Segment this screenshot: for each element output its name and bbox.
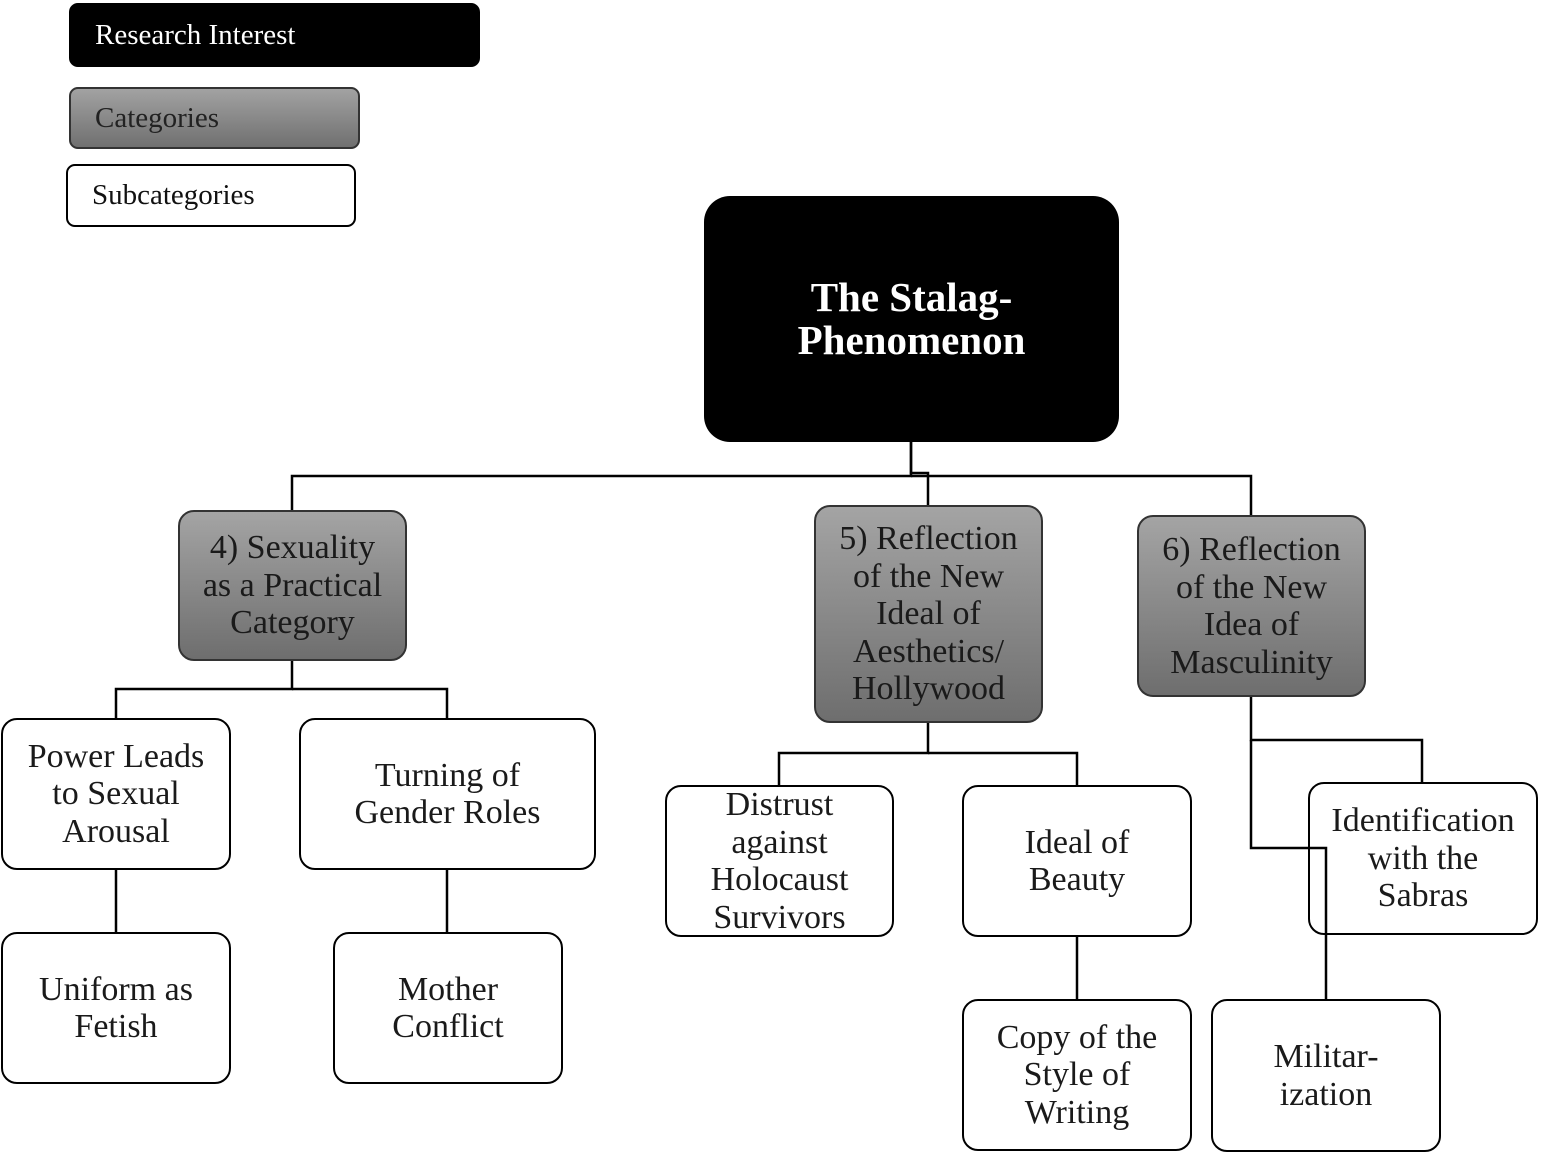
connector-cat4-turning [292,687,449,718]
legend-research-interest: Research Interest [69,3,480,67]
sub-militarization-label: Militar- ization [1273,1038,1379,1113]
category-sexuality: 4) Sexuality as a Practical Category [178,510,407,661]
category-masculinity: 6) Reflection of the New Idea of Masculi… [1137,515,1366,697]
connector-root-cat5 [909,442,930,505]
sub-turning-gender-label: Turning of Gender Roles [354,756,541,832]
sub-identification: Identification with the Sabras [1308,782,1538,935]
sub-copy-style: Copy of the Style of Writing [962,999,1192,1151]
sub-identification-label: Identification with the Sabras [1331,802,1515,915]
sub-uniform-fetish-label: Uniform as Fetish [39,970,193,1046]
connector-cat6-militarization [1249,740,1328,1000]
legend-research-interest-label: Research Interest [95,18,296,51]
sub-power-leads-label: Power Leads to Sexual Arousal [27,737,205,850]
connector-cat5-beauty [928,751,1079,785]
legend-categories: Categories [69,87,360,149]
root-node-label: The Stalag- Phenomenon [797,274,1026,363]
sub-uniform-fetish: Uniform as Fetish [1,932,231,1084]
category-aesthetics-label: 5) Reflection of the New Ideal of Aesthe… [839,520,1018,708]
connector-cat6-identification [1249,696,1424,782]
category-aesthetics: 5) Reflection of the New Ideal of Aesthe… [814,505,1043,723]
sub-mother-conflict-label: Mother Conflict [392,970,504,1046]
connector-root-cat4 [290,442,913,510]
category-masculinity-label: 6) Reflection of the New Idea of Masculi… [1162,531,1341,681]
sub-ideal-beauty-label: Ideal of Beauty [1024,823,1130,899]
sub-distrust: Distrust against Holocaust Survivors [665,785,894,937]
legend-subcategories: Subcategories [66,164,356,227]
legend-subcategories-label: Subcategories [92,179,255,211]
sub-power-leads: Power Leads to Sexual Arousal [1,718,231,870]
connector-cat4-power [114,660,294,718]
category-sexuality-label: 4) Sexuality as a Practical Category [202,529,383,642]
sub-turning-gender: Turning of Gender Roles [299,718,596,870]
sub-copy-style-label: Copy of the Style of Writing [996,1018,1158,1131]
sub-distrust-label: Distrust against Holocaust Survivors [710,786,849,936]
sub-mother-conflict: Mother Conflict [333,932,563,1084]
connector-root-cat6 [911,474,1253,515]
sub-militarization: Militar- ization [1211,999,1441,1152]
sub-ideal-beauty: Ideal of Beauty [962,785,1192,937]
root-node: The Stalag- Phenomenon [704,196,1119,442]
legend-categories-label: Categories [95,101,220,134]
connector-cat5-distrust [777,722,930,785]
